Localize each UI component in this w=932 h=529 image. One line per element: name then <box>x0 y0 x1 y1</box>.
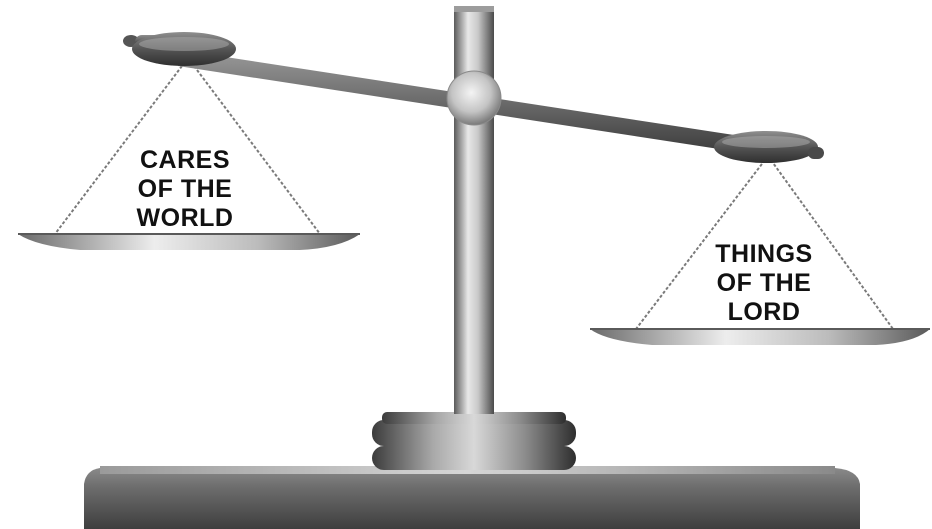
left-beam-cap <box>123 32 236 66</box>
left-pan-label: CARES OF THE WORLD <box>95 146 275 233</box>
pole-foot-rings <box>372 412 576 470</box>
right-pan-label-line: OF THE <box>674 269 854 298</box>
right-pan-label-line: LORD <box>674 298 854 327</box>
vertical-pole <box>454 8 494 414</box>
left-pan-label-line: OF THE <box>95 175 275 204</box>
left-pan-label-line: WORLD <box>95 204 275 233</box>
base-platform <box>84 466 860 529</box>
left-pan <box>18 234 360 250</box>
pivot-hub <box>447 71 501 125</box>
right-pan <box>590 329 930 345</box>
left-pan-label-line: CARES <box>95 146 275 175</box>
right-pan-label: THINGS OF THE LORD <box>674 240 854 327</box>
right-beam-cap <box>714 131 824 163</box>
right-pan-label-line: THINGS <box>674 240 854 269</box>
